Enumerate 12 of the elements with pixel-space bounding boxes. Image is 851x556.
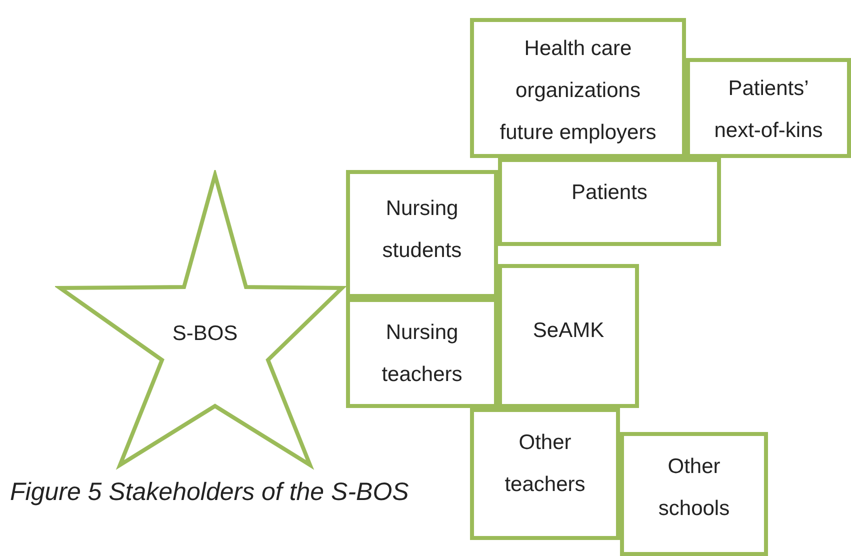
stakeholder-box [620, 432, 768, 556]
box-label: Nursing students [381, 196, 463, 264]
box-label: Other teachers [504, 430, 586, 498]
star-label: S-BOS [172, 321, 238, 347]
figure-caption: Figure 5 Stakeholders of the S-BOS [10, 478, 409, 507]
box-label: Patients [570, 180, 648, 206]
box-label: Health care organizations future employers [498, 36, 658, 146]
box-label: SeAMK [532, 318, 606, 344]
box-label: Other schools [657, 454, 731, 522]
box-label: Patients’ next-of-kins [713, 76, 824, 144]
stakeholder-box [686, 58, 851, 158]
box-label: Nursing teachers [380, 320, 464, 388]
